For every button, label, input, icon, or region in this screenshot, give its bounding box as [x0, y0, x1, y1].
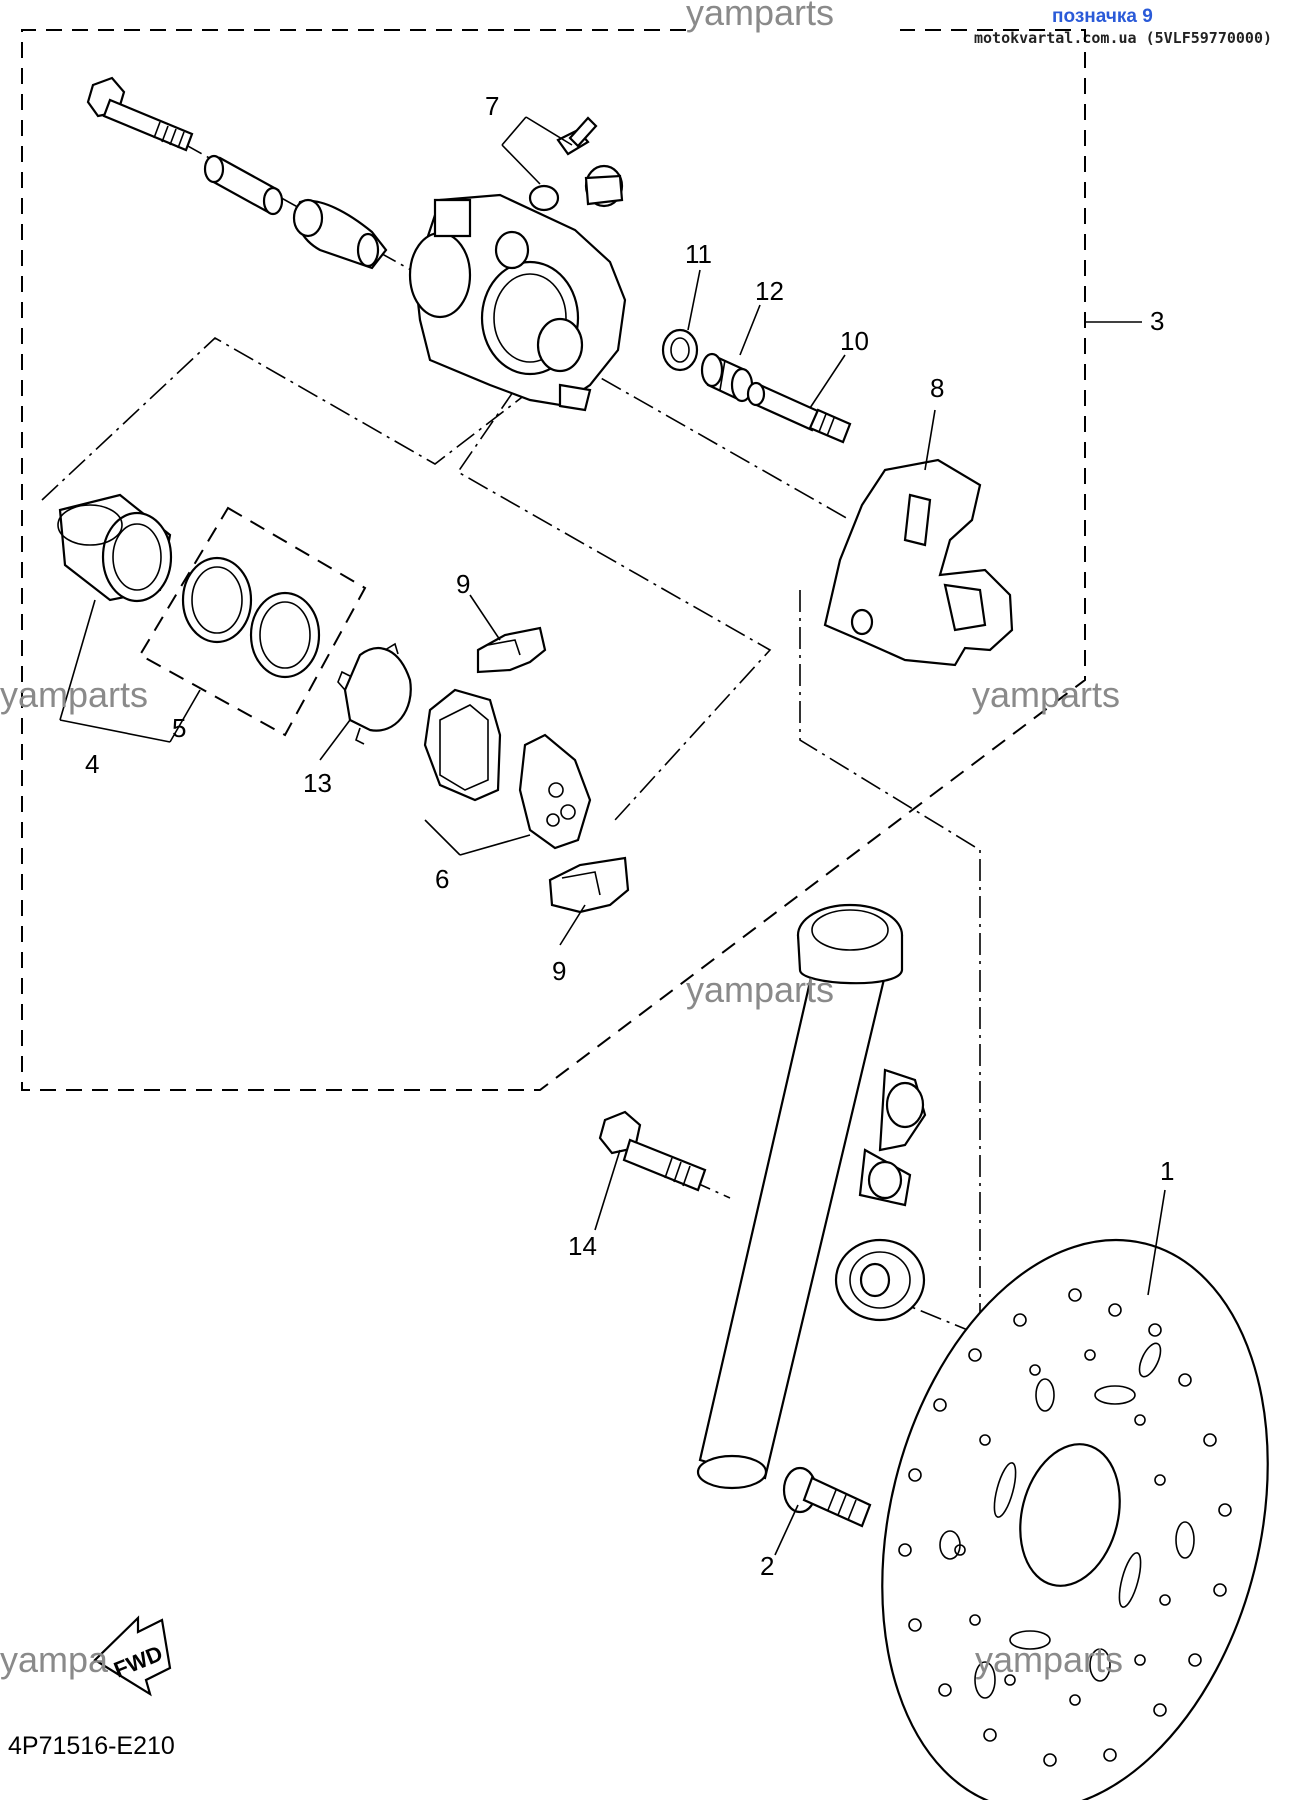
callout-11-leader — [687, 269, 701, 331]
callout-14-leader — [594, 1149, 621, 1231]
callout-2-leader — [774, 1504, 799, 1556]
bleed-screw — [528, 116, 624, 212]
callout-7-leader-c — [501, 144, 541, 185]
pad-spring-upper — [476, 626, 547, 674]
fwd-arrow-icon: FWD — [93, 1615, 172, 1697]
dust-seal — [249, 591, 321, 679]
callout-1-leader — [1147, 1189, 1166, 1296]
callout-10-leader — [809, 354, 846, 409]
assembly-boundary — [21, 29, 1086, 1091]
caliper-piston — [57, 493, 173, 603]
callout-12-leader — [739, 304, 761, 356]
callout-5-leader-a — [169, 689, 201, 743]
watermark-top: yamparts — [686, 0, 834, 33]
callout-1: 1 — [1160, 1156, 1174, 1186]
disc-bolt — [782, 1466, 872, 1528]
callout-13: 13 — [303, 768, 332, 798]
watermark-right-mid: yamparts — [972, 674, 1120, 715]
callout-14: 14 — [568, 1231, 597, 1261]
watermark-center: yamparts — [686, 969, 834, 1010]
caliper-mounting-bolt — [598, 1110, 707, 1192]
callout-8-leader — [924, 409, 936, 471]
callout-11: 11 — [685, 239, 712, 269]
callout-9-lower: 9 — [552, 956, 566, 986]
brake-pad-outer — [423, 688, 502, 802]
callout-3: 3 — [1150, 306, 1164, 336]
callout-6-leader-a — [424, 819, 461, 856]
callout-6-leader-b — [459, 834, 531, 856]
callout-5: 5 — [172, 713, 186, 743]
caliper-body — [408, 193, 627, 412]
callout-9-upper: 9 — [456, 569, 470, 599]
callout-7-leader-b — [525, 116, 573, 146]
callout-5-leader-b — [159, 739, 171, 743]
rubber-boot — [700, 352, 754, 403]
pad-shim — [337, 642, 412, 745]
callout-13-leader — [319, 719, 351, 761]
callout-7-leader-a — [501, 116, 527, 146]
slide-pin — [746, 381, 852, 444]
header-source: motokvartal.com.ua (5VLF59770000) — [974, 29, 1272, 47]
pad-spring-lower — [548, 856, 630, 914]
callout-10: 10 — [840, 326, 869, 356]
callout-6: 6 — [435, 864, 449, 894]
watermark-bottom-right: yamparts — [975, 1639, 1123, 1680]
brake-pad-inner — [518, 733, 592, 850]
header-label: позначка 9 — [1052, 6, 1153, 27]
callout-9a-leader — [469, 594, 501, 641]
front-fork-leg — [696, 903, 927, 1490]
o-ring — [661, 328, 699, 372]
diagram-code: 4P71516-E210 — [8, 1732, 175, 1760]
callout-9b-leader — [559, 904, 586, 946]
alignment-path-pads — [456, 359, 772, 821]
brake-disc — [881, 1238, 1269, 1800]
piston-seal — [181, 556, 253, 644]
callout-4: 4 — [85, 749, 99, 779]
callout-2: 2 — [760, 1551, 774, 1581]
callout-8: 8 — [930, 373, 944, 403]
watermark-bottom-left: yampa — [0, 1639, 109, 1680]
callout-7: 7 — [485, 91, 499, 121]
slide-pin-sleeve — [203, 154, 284, 216]
caliper-bracket — [823, 458, 1014, 667]
watermark-left-mid: yamparts — [0, 674, 148, 715]
callout-4-leader-b — [59, 719, 161, 741]
alignment-path-piston — [41, 337, 561, 501]
callout-4-leader-a — [59, 599, 96, 721]
seal-kit-box — [138, 506, 367, 737]
callout-12: 12 — [755, 276, 784, 306]
slide-pin-bolt — [86, 76, 194, 152]
dust-boot — [292, 198, 388, 270]
